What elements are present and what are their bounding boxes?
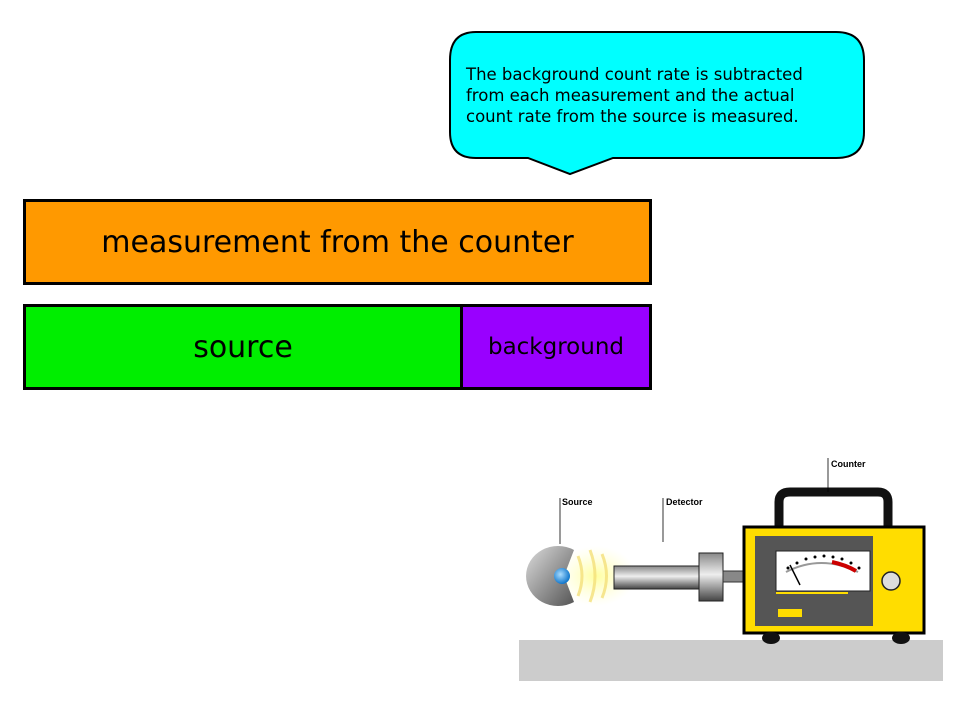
radiation-waves [576, 549, 608, 603]
apparatus-source-label: Source [562, 497, 593, 507]
detector-tube [613, 565, 700, 590]
total-measurement-label: measurement from the counter [101, 224, 574, 260]
bench-surface [519, 640, 943, 681]
apparatus-counter-label: Counter [831, 459, 866, 469]
meter-needle [789, 564, 801, 586]
detector-connector [698, 552, 724, 602]
counter-handle [774, 487, 893, 528]
counter-foot [762, 632, 780, 644]
counter-knob [881, 571, 901, 591]
source-bar: source [23, 304, 463, 390]
background-bar-label: background [487, 334, 625, 360]
apparatus-drawing: Source Detector Counter [519, 458, 943, 681]
callout-text: The background count rate is subtracted … [466, 64, 856, 127]
explanation-callout: The background count rate is subtracted … [448, 30, 866, 176]
detector-apparatus-illustration: Source Detector Counter [516, 452, 944, 688]
total-measurement-bar: measurement from the counter [23, 199, 652, 285]
counter-foot [892, 632, 910, 644]
source-holder [526, 546, 574, 606]
callout-line: from each measurement and the actual [466, 86, 795, 105]
callout-line: count rate from the source is measured. [466, 107, 799, 126]
source-bar-label: source [193, 329, 293, 365]
apparatus-detector-label: Detector [666, 497, 703, 507]
callout-line: The background count rate is subtracted [466, 65, 803, 84]
background-bar: background [460, 304, 652, 390]
counter-display [778, 609, 802, 617]
radioactive-source [554, 568, 570, 584]
callout-bubble-shape [449, 31, 865, 176]
